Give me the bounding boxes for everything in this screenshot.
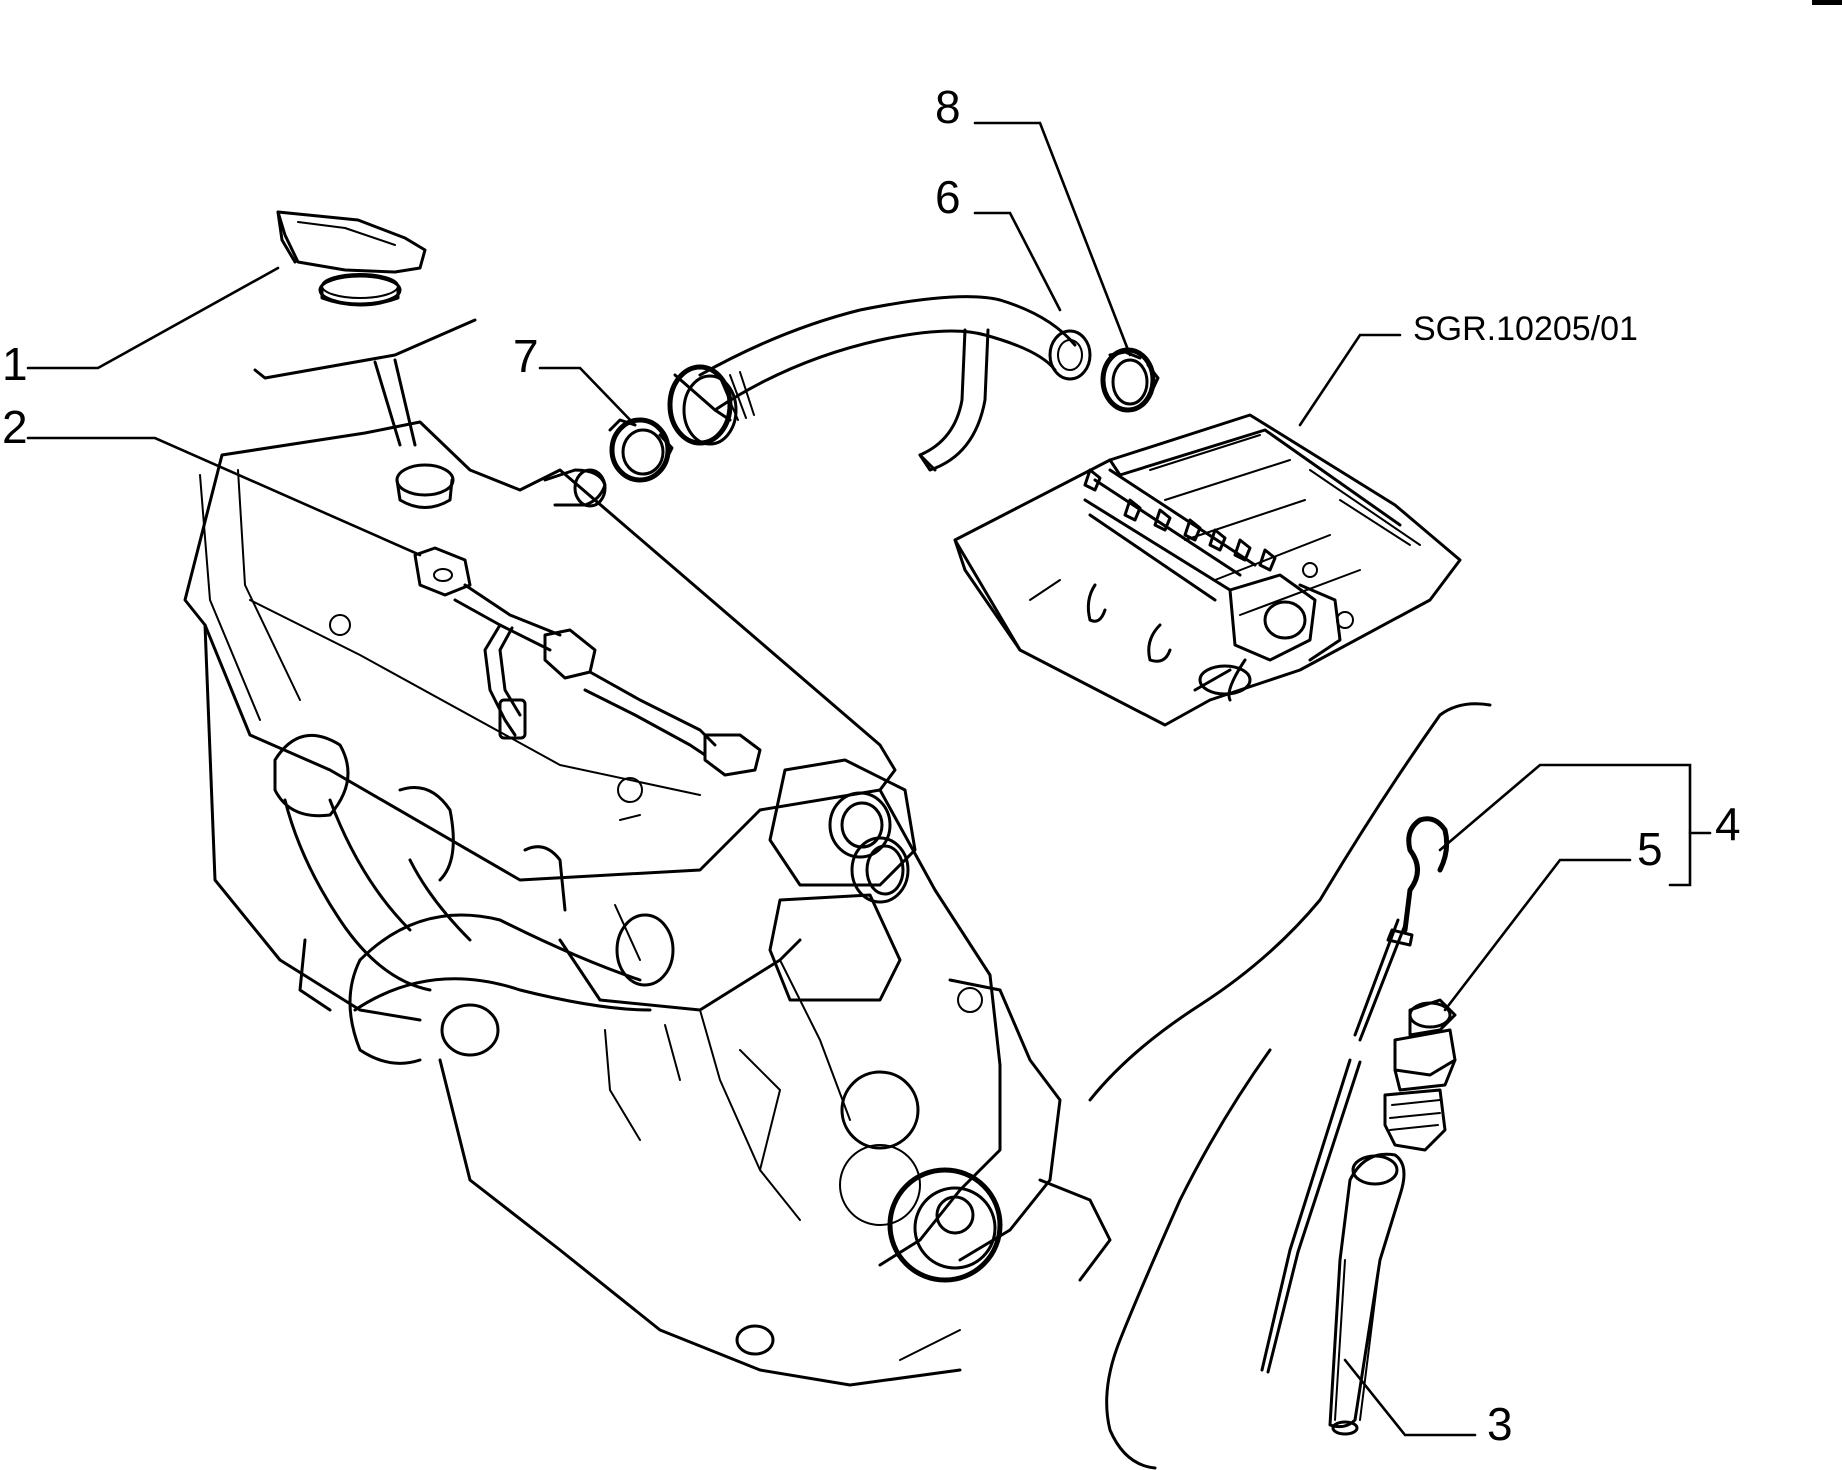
dipstick-group	[1088, 702, 1492, 1470]
engine-block	[183, 420, 1112, 1387]
breather-hose	[667, 295, 1092, 472]
callout-5: 5	[1637, 823, 1663, 875]
callout-labels: 1 2 7 6 8 4 5 3 SGR.10205/01	[2, 81, 1741, 1450]
callout-1: 1	[2, 338, 28, 390]
callout-2: 2	[2, 401, 28, 453]
injector-fuel-line	[413, 546, 762, 777]
filler-cap	[276, 210, 427, 307]
corner-mark	[1812, 0, 1842, 5]
callout-4: 4	[1715, 798, 1741, 850]
callout-6: 6	[935, 171, 961, 223]
callout-7: 7	[513, 330, 539, 382]
callout-8: 8	[935, 81, 961, 133]
callout-3: 3	[1487, 1398, 1513, 1450]
hose-clamp-8	[1100, 347, 1160, 413]
reference-code: SGR.10205/01	[1413, 310, 1638, 348]
hose-clamp-7	[608, 417, 674, 483]
leader-lines	[26, 121, 1712, 1437]
intake-plenum	[953, 413, 1462, 727]
